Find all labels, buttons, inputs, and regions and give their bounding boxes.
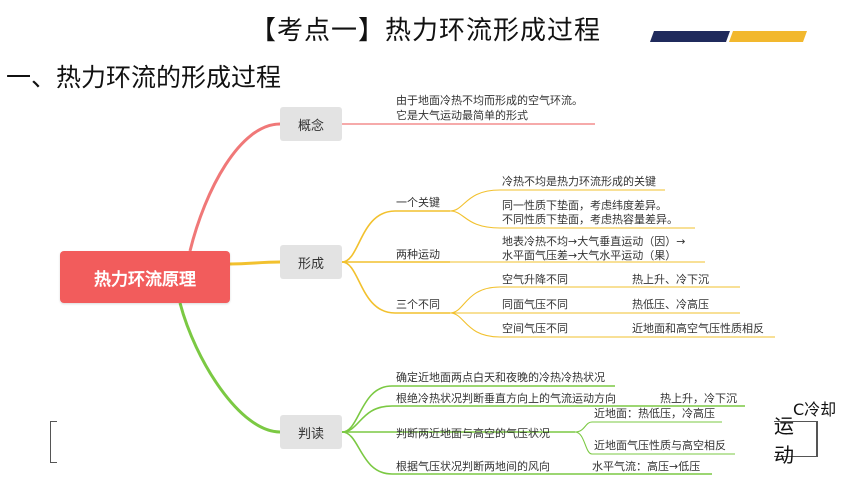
connector-formation-diff	[341, 261, 450, 314]
connector-diff-row1	[449, 286, 740, 314]
formation-diff-label: 三个不同	[396, 298, 440, 311]
motion-line-2: 水平面气压差→大气水平运动（果）	[502, 249, 677, 262]
section-heading: 一、热力环流的形成过程	[6, 63, 282, 92]
judge-item-4: 根据气压状况判断两地间的风向	[396, 460, 550, 473]
connector-diff-row3	[449, 312, 775, 338]
overlay-cold-text: C冷却	[793, 400, 837, 419]
connector-key-line2	[449, 210, 695, 229]
diff-row2-right: 热低压、冷高压	[632, 298, 709, 311]
branch-concept: 概念	[280, 107, 342, 141]
diff-row2-left: 同面气压不同	[502, 298, 568, 311]
mindmap-root: 热力环流原理	[60, 251, 230, 303]
diff-row3-right: 近地面和高空气压性质相反	[632, 322, 764, 335]
diff-row1-right: 热上升、冷下沉	[632, 273, 709, 286]
connector-item3-sub1	[574, 421, 722, 433]
connector-key-line1	[449, 189, 665, 212]
judge-item-3-sub-2: 近地面气压性质与高空相反	[594, 439, 726, 452]
key-line-2a: 同一性质下垫面，考虑纬度差异。	[502, 199, 667, 212]
branch-judge: 判读	[280, 415, 342, 449]
formation-key-label: 一个关键	[396, 196, 440, 209]
connector-root-formation	[229, 260, 281, 266]
connector-judge-item4	[341, 431, 712, 475]
concept-text-2: 它是大气运动最简单的形式	[396, 109, 528, 122]
page-title: 【考点一】热力环流形成过程	[250, 16, 602, 46]
key-line-2b: 不同性质下垫面，考虑热容量差异。	[502, 213, 678, 226]
connector-root-judge	[178, 302, 281, 434]
key-line-1: 冷热不均是热力环流形成的关键	[502, 175, 656, 188]
judge-item-1: 确定近地面两点白天和夜晚的冷热冷热状况	[396, 371, 605, 384]
judge-item-2-right: 热上升，冷下沉	[660, 392, 737, 405]
overlay-motion-text: 运动	[774, 414, 794, 467]
connector-formation-key	[341, 210, 450, 263]
overlay-motion-box: 运动	[774, 414, 818, 467]
judge-item-2: 根绝冷热状况判断垂直方向上的气流运动方向	[396, 392, 616, 405]
connector-judge-item2	[341, 405, 745, 433]
judge-item-3-sub-1: 近地面：热低压，冷高压	[594, 407, 715, 420]
connector-item3-sub2	[574, 431, 735, 455]
motion-line-1: 地表冷热不均→大气垂直运动（因）→	[502, 235, 686, 248]
overlay-frame-left	[50, 421, 57, 463]
concept-text-1: 由于地面冷热不均而形成的空气环流。	[396, 94, 583, 107]
branch-formation: 形成	[280, 245, 342, 279]
connector-root-concept	[188, 122, 281, 252]
connector-judge-item1	[341, 385, 615, 433]
judge-item-3: 判断两近地面与高空的气压状况	[396, 427, 550, 440]
judge-item-4-right: 水平气流：高压→低压	[592, 460, 701, 473]
diff-row3-left: 空间气压不同	[502, 322, 568, 335]
formation-motion-label: 两种运动	[396, 248, 440, 261]
diff-row1-left: 空气升降不同	[502, 273, 568, 286]
